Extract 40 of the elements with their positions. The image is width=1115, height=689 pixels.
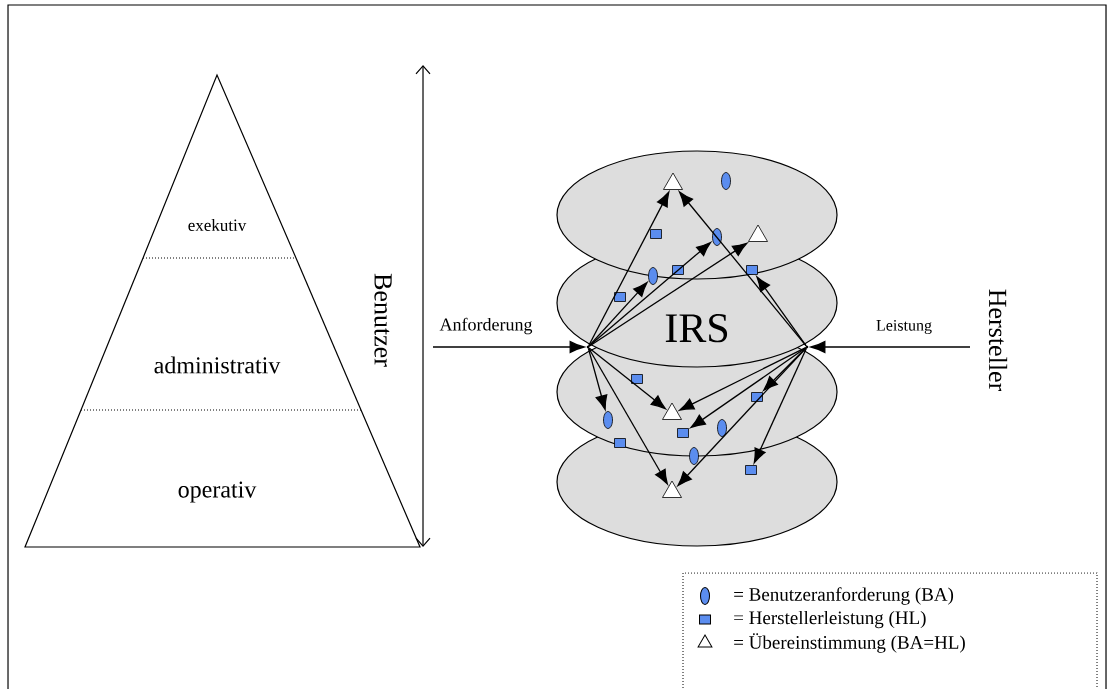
square-marker	[631, 374, 643, 384]
arrow	[810, 341, 971, 353]
arrow	[677, 347, 807, 487]
arrow	[756, 276, 807, 347]
junction-point	[586, 345, 590, 349]
arrow	[588, 347, 666, 410]
square-marker	[614, 438, 626, 448]
side-label: Benutzer	[374, 273, 392, 367]
legend-entry: = Benutzeranforderung (BA)	[700, 587, 954, 605]
square-marker	[751, 392, 763, 402]
triangle-marker	[748, 224, 768, 242]
square-marker	[677, 428, 689, 438]
square-marker	[745, 465, 757, 475]
edge-label: Leistung	[875, 319, 933, 336]
square-marker	[650, 229, 662, 239]
arrow	[588, 191, 670, 347]
square-marker	[614, 292, 626, 302]
arrow	[678, 191, 807, 347]
legend-entry: = Herstellerleistung (HL)	[699, 610, 926, 629]
pyramid-section: administrativ	[80, 257, 362, 411]
square-marker	[746, 265, 758, 275]
triangle-marker	[662, 402, 682, 420]
arrow	[432, 341, 585, 353]
arrow	[588, 347, 668, 485]
triangle-marker	[663, 172, 683, 190]
edge-label: Anforderung	[438, 316, 534, 336]
triangle-marker	[662, 480, 682, 498]
arrow	[679, 347, 807, 411]
pyramid-section: operativ	[24, 409, 421, 548]
arrow	[588, 281, 648, 347]
arrow	[588, 242, 748, 347]
arrow	[753, 347, 808, 464]
disc-stack: IRS	[556, 150, 838, 547]
side-label: Hersteller	[988, 289, 1008, 392]
pyramid-section: exekutiv	[142, 73, 297, 259]
arrow	[690, 347, 807, 429]
square-marker	[672, 265, 684, 275]
legend-entry: = Übereinstimmung (BA=HL)	[697, 633, 965, 653]
junction-point	[805, 345, 809, 349]
arrow	[587, 347, 608, 411]
